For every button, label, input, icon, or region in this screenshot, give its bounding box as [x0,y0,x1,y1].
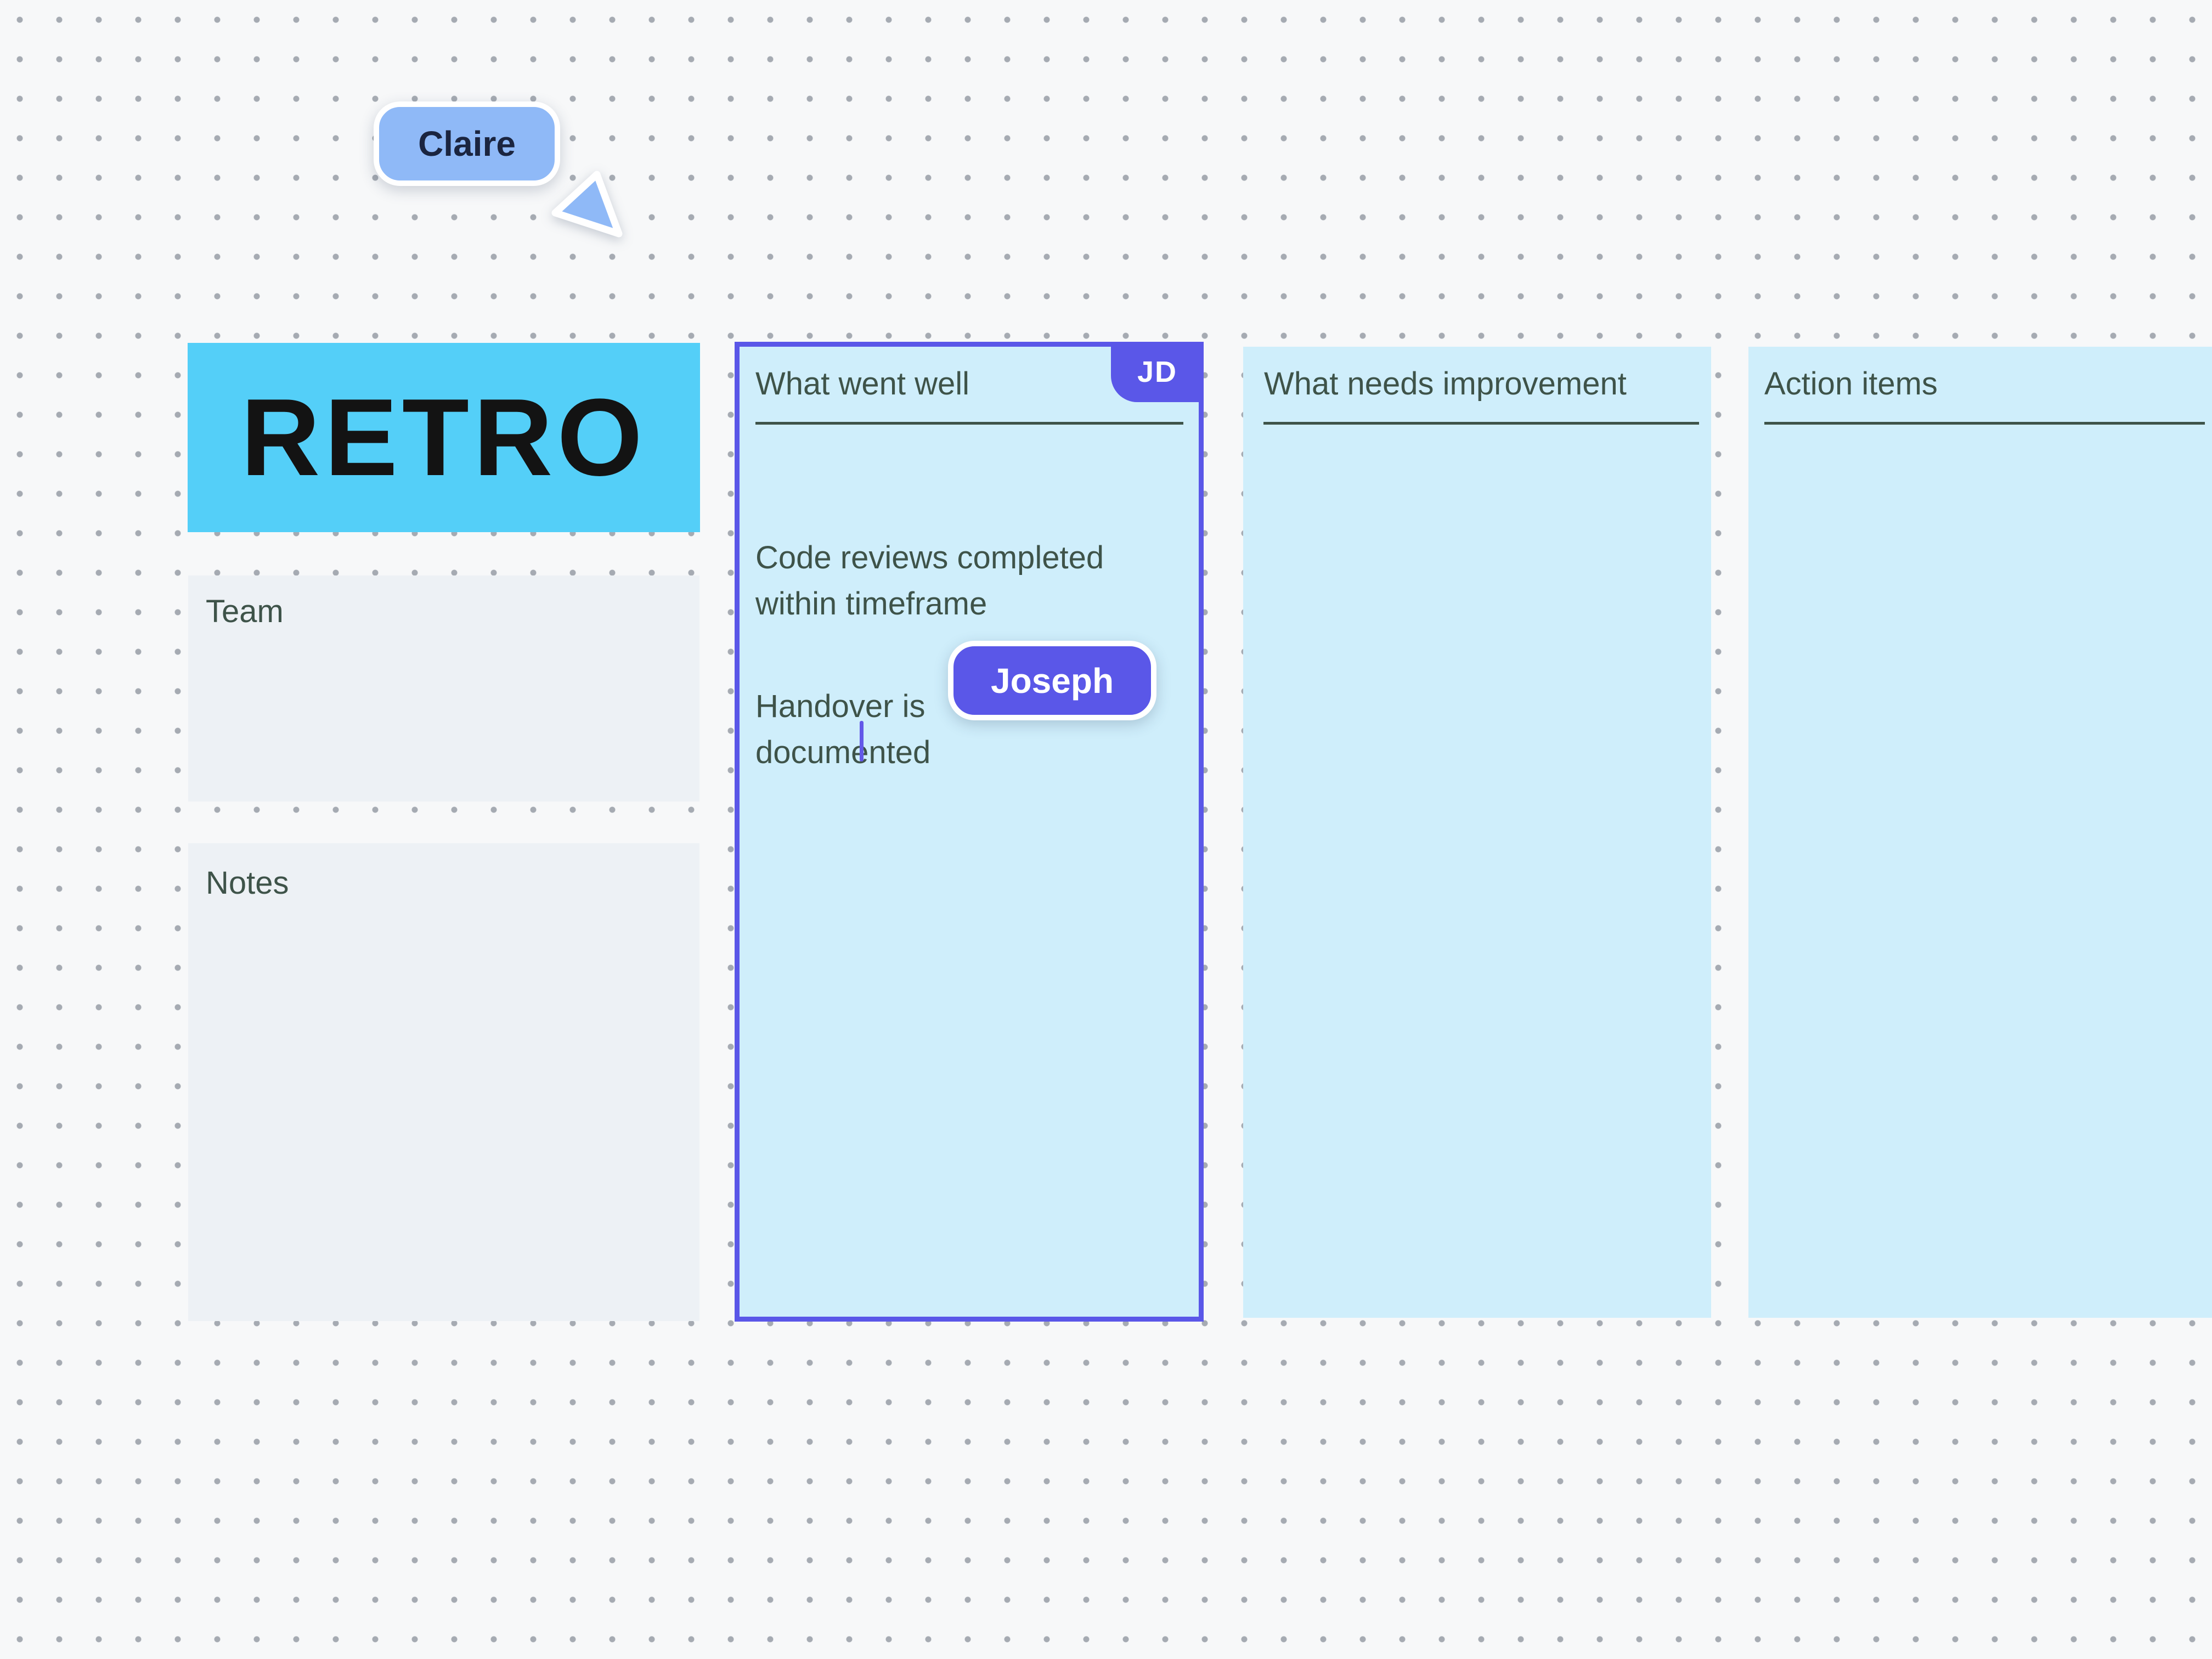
column-action-items-underline [1764,422,2205,425]
retro-title-text: RETRO [241,376,647,499]
cursor-label-claire: Claire [374,101,560,186]
column-what-went-well[interactable]: What went well Code reviews completed wi… [735,342,1204,1322]
team-section[interactable]: Team [188,575,699,802]
selection-badge-jd: JD [1111,342,1204,402]
column-action-items[interactable]: Action items [1748,347,2212,1318]
cursor-label-joseph: Joseph [948,641,1156,720]
notes-section-label: Notes [206,865,289,901]
column-what-went-well-title: What went well [755,366,970,402]
column-action-items-title: Action items [1764,366,1938,402]
notes-section[interactable]: Notes [188,843,699,1321]
column-what-needs-improvement-underline [1263,422,1699,425]
column-what-needs-improvement[interactable]: What needs improvement [1243,347,1711,1318]
column-what-needs-improvement-title: What needs improvement [1264,366,1627,402]
claire-cursor-pointer-icon [551,171,623,238]
retro-title-card[interactable]: RETRO [188,343,700,532]
cursor-name-joseph: Joseph [990,661,1114,701]
team-section-label: Team [206,594,284,629]
note-code-reviews[interactable]: Code reviews completed within timeframe [755,540,1104,622]
text-caret [860,721,864,761]
note-handover[interactable]: Handover is documented [755,689,931,770]
cursor-name-claire: Claire [418,124,516,163]
column-what-went-well-underline [755,422,1183,425]
